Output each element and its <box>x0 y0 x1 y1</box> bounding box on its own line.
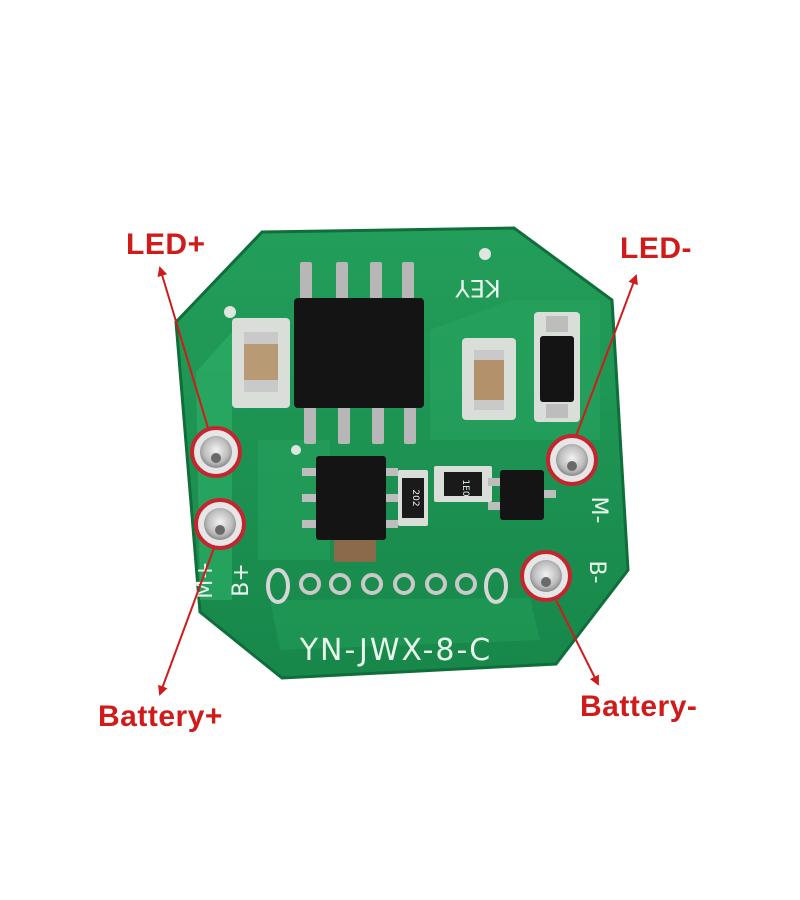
battery-minus-label: Battery- <box>580 690 698 723</box>
solder-pad-led-plus <box>190 426 242 478</box>
b-minus-silkscreen: B- <box>584 560 609 583</box>
diode <box>534 312 580 422</box>
arrow-battery-plus <box>158 547 215 696</box>
led-plus-label: LED+ <box>126 228 206 261</box>
battery-plus-label: Battery+ <box>98 700 223 733</box>
solder-pad-battery-minus <box>520 550 572 602</box>
resistor-1e0-label: 1E0 <box>460 479 470 496</box>
model-silkscreen: YN-JWX-8-C <box>299 633 493 668</box>
arrow-led-minus <box>575 274 638 437</box>
solder-pad-led-minus <box>546 434 598 486</box>
left-capacitor <box>232 318 290 408</box>
header-pins <box>266 568 508 604</box>
corner-pads <box>224 248 491 455</box>
main-ic-chip <box>294 262 424 444</box>
callout-arrows <box>157 266 638 696</box>
resistor-202-label: 202 <box>410 489 420 506</box>
resistor-1e0: 1E0 <box>434 466 492 502</box>
solder-pad-battery-plus <box>194 498 246 550</box>
mosfet-right <box>488 470 556 520</box>
right-capacitor <box>462 338 516 420</box>
arrow-battery-minus <box>555 599 599 686</box>
b-plus-silkscreen: B+ <box>229 563 254 597</box>
arrow-led-plus <box>157 266 209 429</box>
m-minus-silkscreen: M- <box>586 497 611 524</box>
led-minus-label: LED- <box>620 232 692 265</box>
key-silkscreen: KEY <box>455 274 501 302</box>
resistor-202: 202 <box>398 470 428 526</box>
mosfet-left <box>302 456 398 562</box>
